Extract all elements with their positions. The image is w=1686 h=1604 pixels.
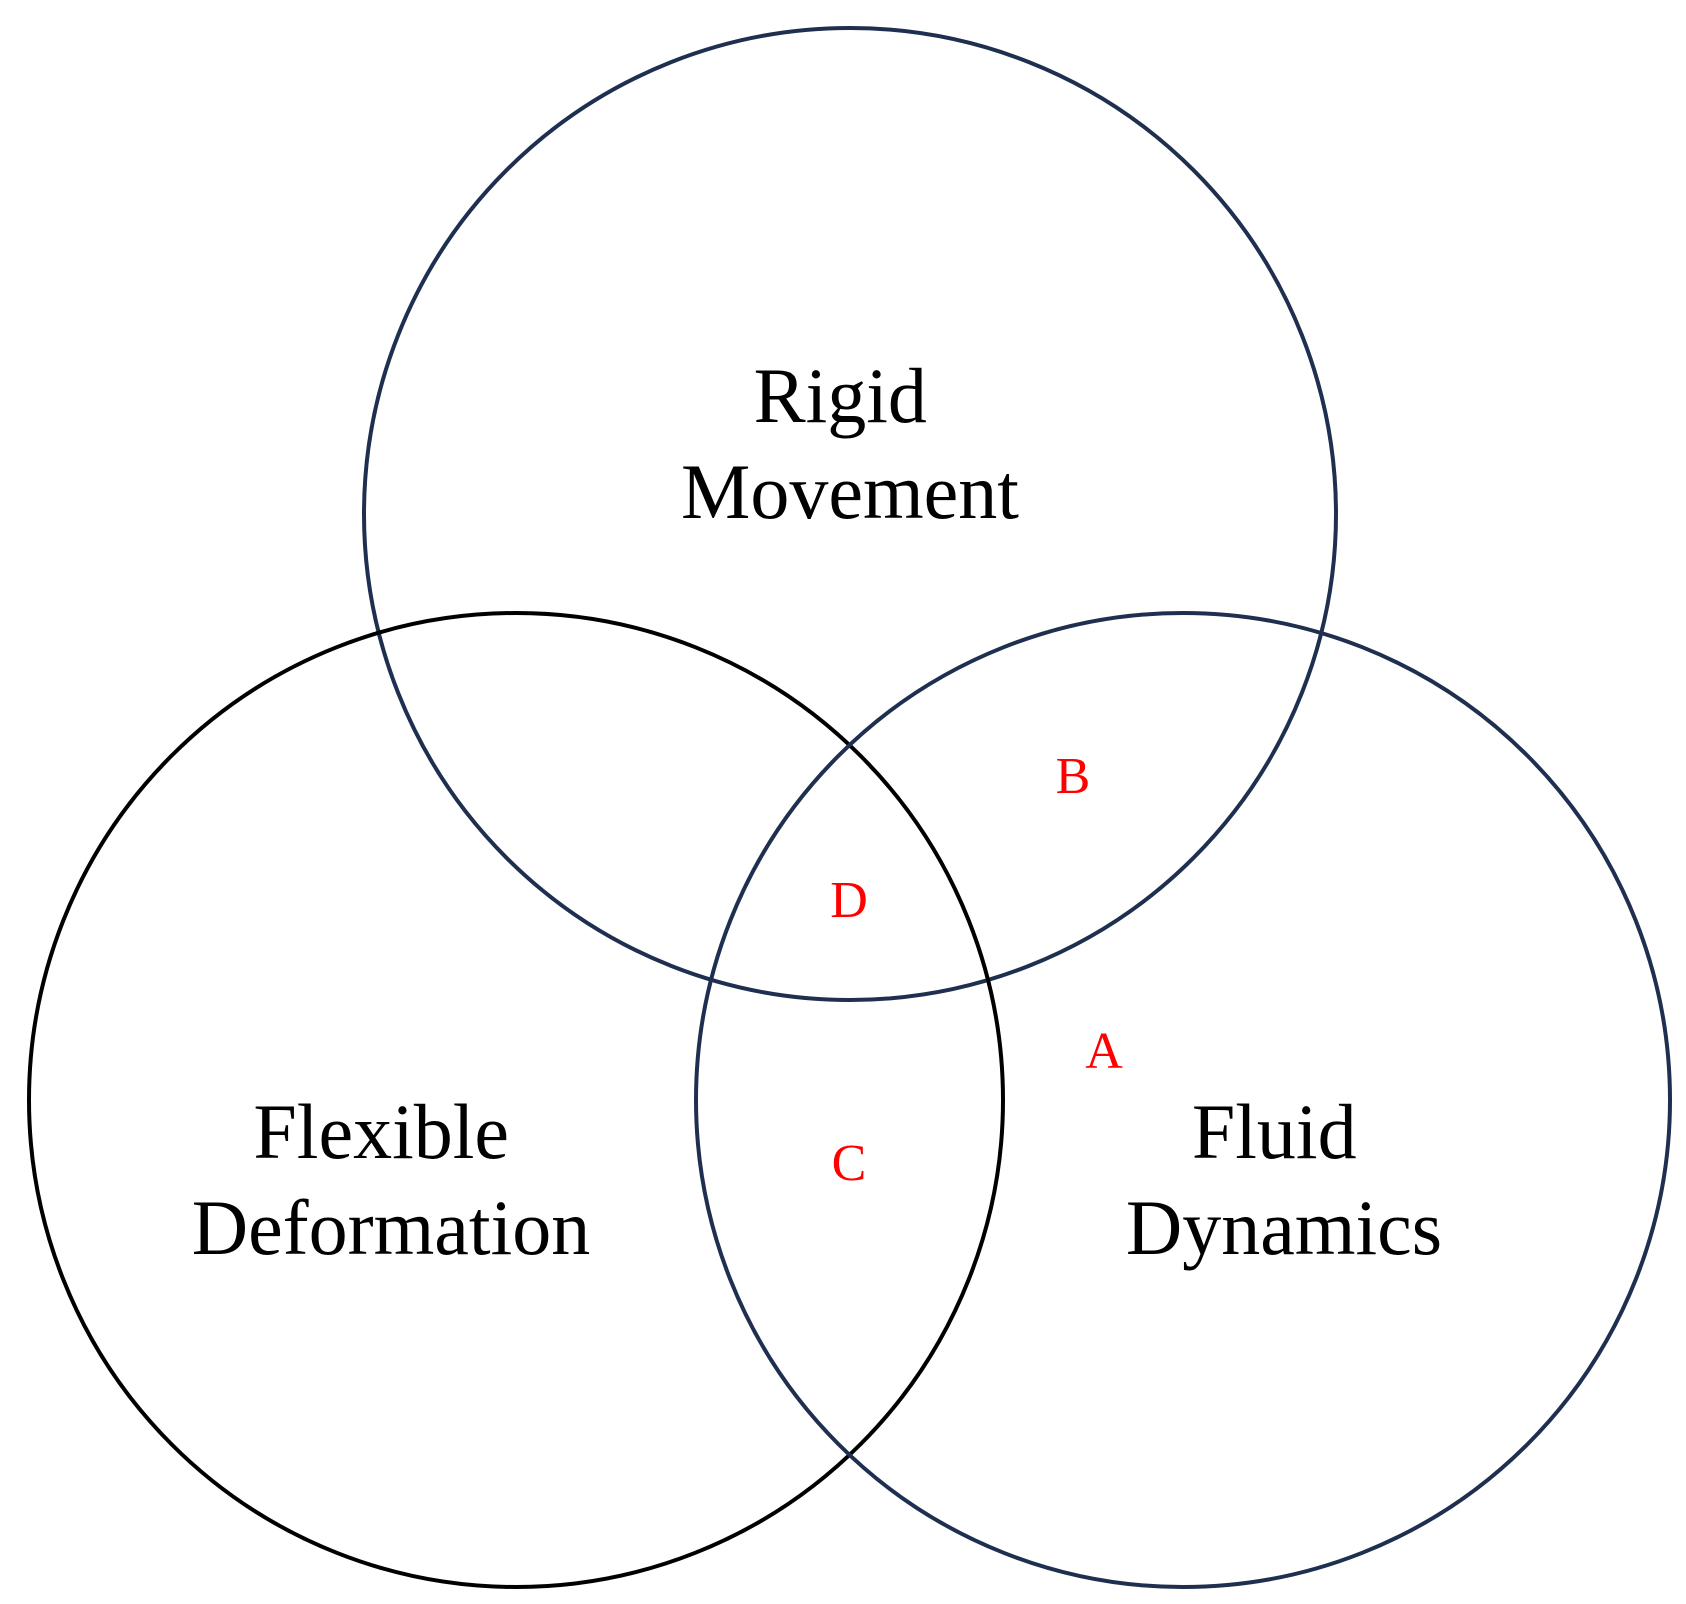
flexible-deformation-circle bbox=[27, 611, 1005, 1589]
fluid-dynamics-label: Fluid Dynamics bbox=[1126, 1088, 1442, 1271]
fluid-dynamics-circle bbox=[694, 611, 1672, 1589]
region-label-d: D bbox=[830, 872, 868, 929]
region-label-b: B bbox=[1056, 748, 1091, 805]
fluid-dynamics-label-line-1: Fluid bbox=[1192, 1088, 1357, 1175]
flexible-deformation-label-line-2: Deformation bbox=[192, 1184, 591, 1271]
rigid-movement-label-line-2: Movement bbox=[681, 448, 1019, 535]
rigid-movement-label: Rigid Movement bbox=[681, 352, 1019, 535]
rigid-movement-circle bbox=[362, 26, 1338, 1002]
region-label-c: C bbox=[832, 1135, 867, 1192]
flexible-deformation-label-line-1: Flexible bbox=[253, 1088, 509, 1175]
fluid-dynamics-label-line-2: Dynamics bbox=[1126, 1184, 1442, 1271]
flexible-deformation-label: Flexible Deformation bbox=[192, 1088, 591, 1271]
rigid-movement-label-line-1: Rigid bbox=[754, 352, 927, 439]
region-label-a: A bbox=[1085, 1023, 1123, 1080]
